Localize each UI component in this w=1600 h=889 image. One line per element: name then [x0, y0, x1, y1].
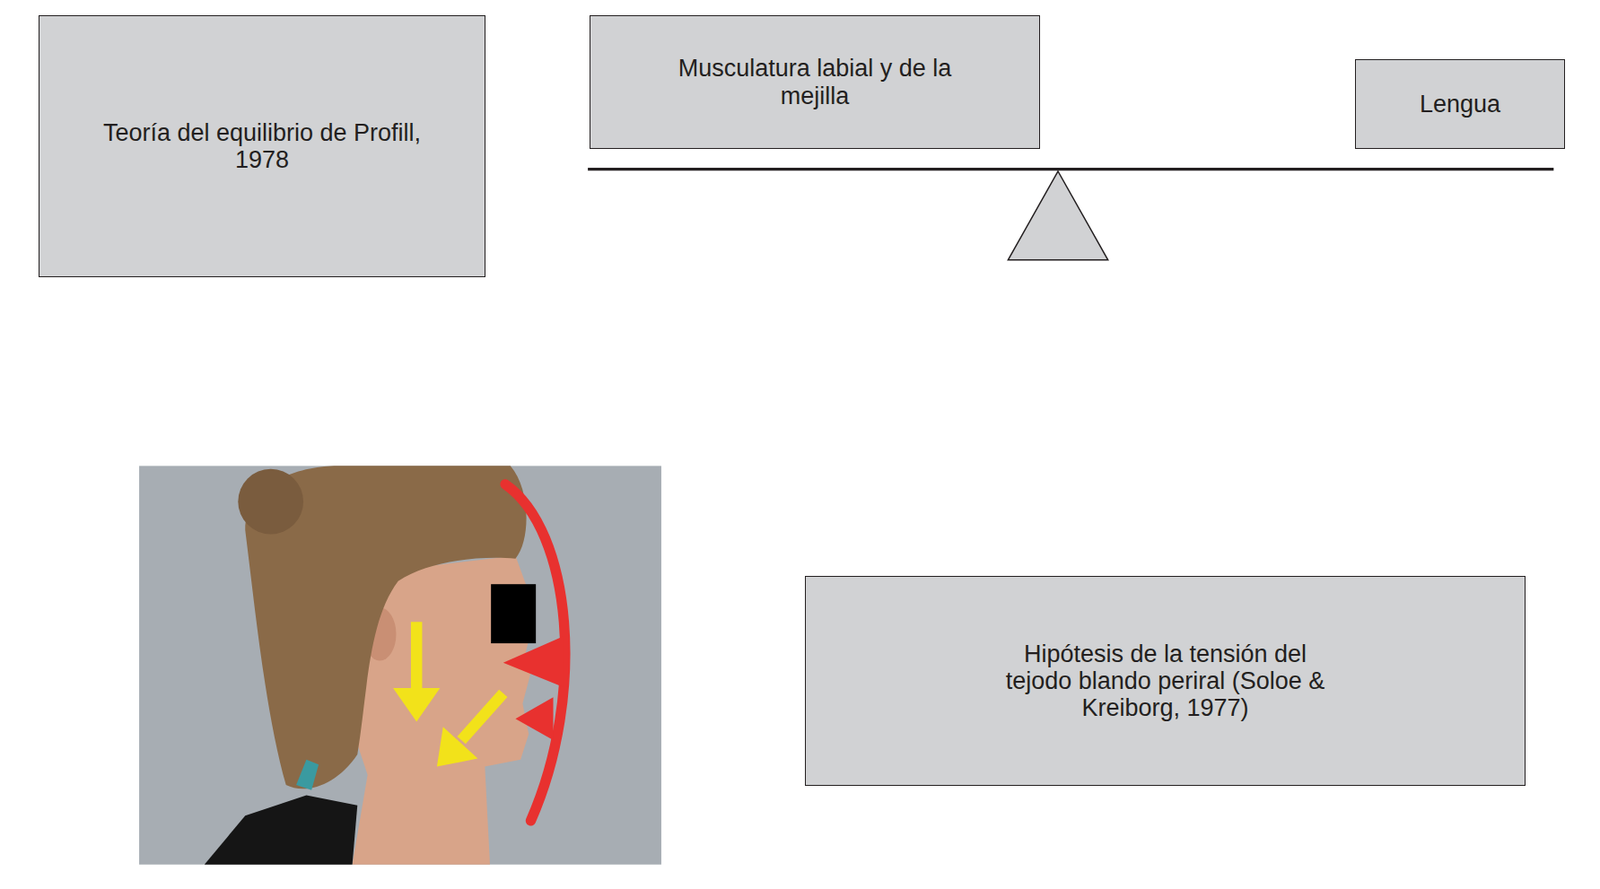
- profile-photo: [139, 465, 662, 865]
- force-arrow: [515, 697, 553, 741]
- force-arrow: [503, 636, 564, 688]
- growth-arrow-head: [393, 688, 440, 723]
- muscle-box: Musculatura labial y de la mejilla: [589, 15, 1041, 149]
- box-label: Teoría del equilibrio de Profill, 1978: [91, 119, 433, 174]
- box-label: Lengua: [1419, 90, 1501, 118]
- theory-box: Teoría del equilibrio de Profill, 1978: [38, 15, 486, 278]
- balance-beam: [587, 167, 1554, 171]
- fulcrum-triangle: [1007, 171, 1108, 261]
- eye-mask: [490, 584, 536, 644]
- shirt: [204, 795, 358, 865]
- box-label: Hipótesis de la tensión del tejodo bland…: [995, 640, 1337, 723]
- strap: [296, 760, 319, 791]
- photo-background: [139, 465, 662, 865]
- growth-arrow: [410, 621, 423, 694]
- tongue-box: Lengua: [1355, 59, 1566, 149]
- growth-arrow: [461, 693, 504, 741]
- hypothesis-box: Hipótesis de la tensión del tejodo bland…: [804, 576, 1526, 787]
- hair-bun: [237, 469, 304, 535]
- growth-arrow-head: [437, 726, 478, 767]
- box-label: Musculatura labial y de la mejilla: [644, 54, 986, 109]
